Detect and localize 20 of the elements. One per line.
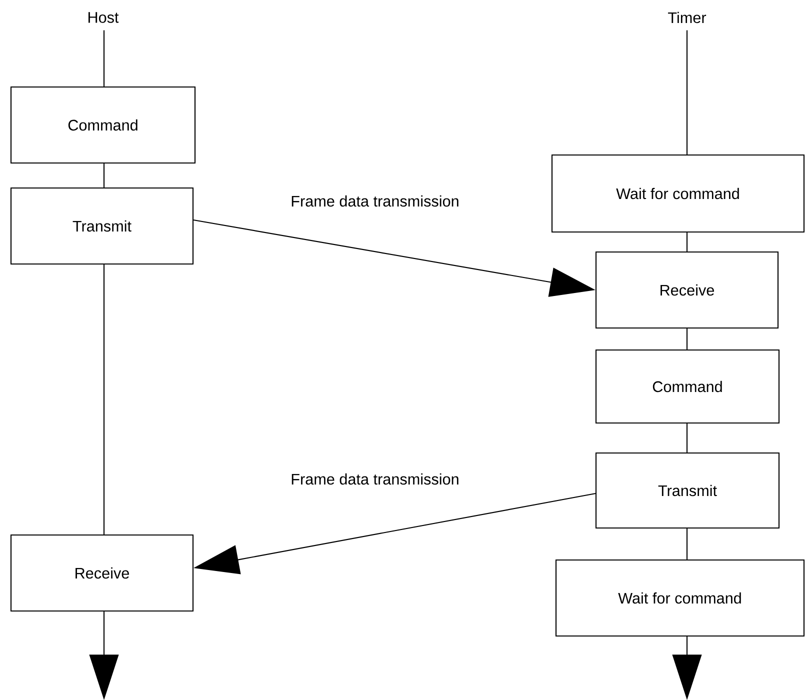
lane-title: Timer — [668, 12, 706, 24]
connector-line — [686, 30, 688, 154]
process-box: Wait for command — [551, 154, 805, 233]
edge-label: Frame data transmission — [289, 194, 461, 208]
connector-line — [103, 164, 105, 188]
connector-line — [103, 30, 105, 86]
connector-line — [686, 232, 688, 252]
connector-line — [686, 528, 688, 560]
process-box: Transmit — [10, 187, 194, 265]
process-box: Receive — [595, 251, 779, 329]
connector-line — [686, 424, 688, 452]
process-box: Wait for command — [555, 559, 805, 637]
process-box: Command — [10, 86, 196, 164]
connector-line — [686, 328, 688, 350]
lane-title: Host — [88, 12, 119, 23]
process-box: Receive — [10, 534, 194, 612]
connector-line — [103, 264, 105, 534]
edge-label: Frame data transmission — [289, 472, 461, 486]
process-box: Transmit — [595, 452, 780, 529]
process-box: Command — [595, 349, 780, 424]
